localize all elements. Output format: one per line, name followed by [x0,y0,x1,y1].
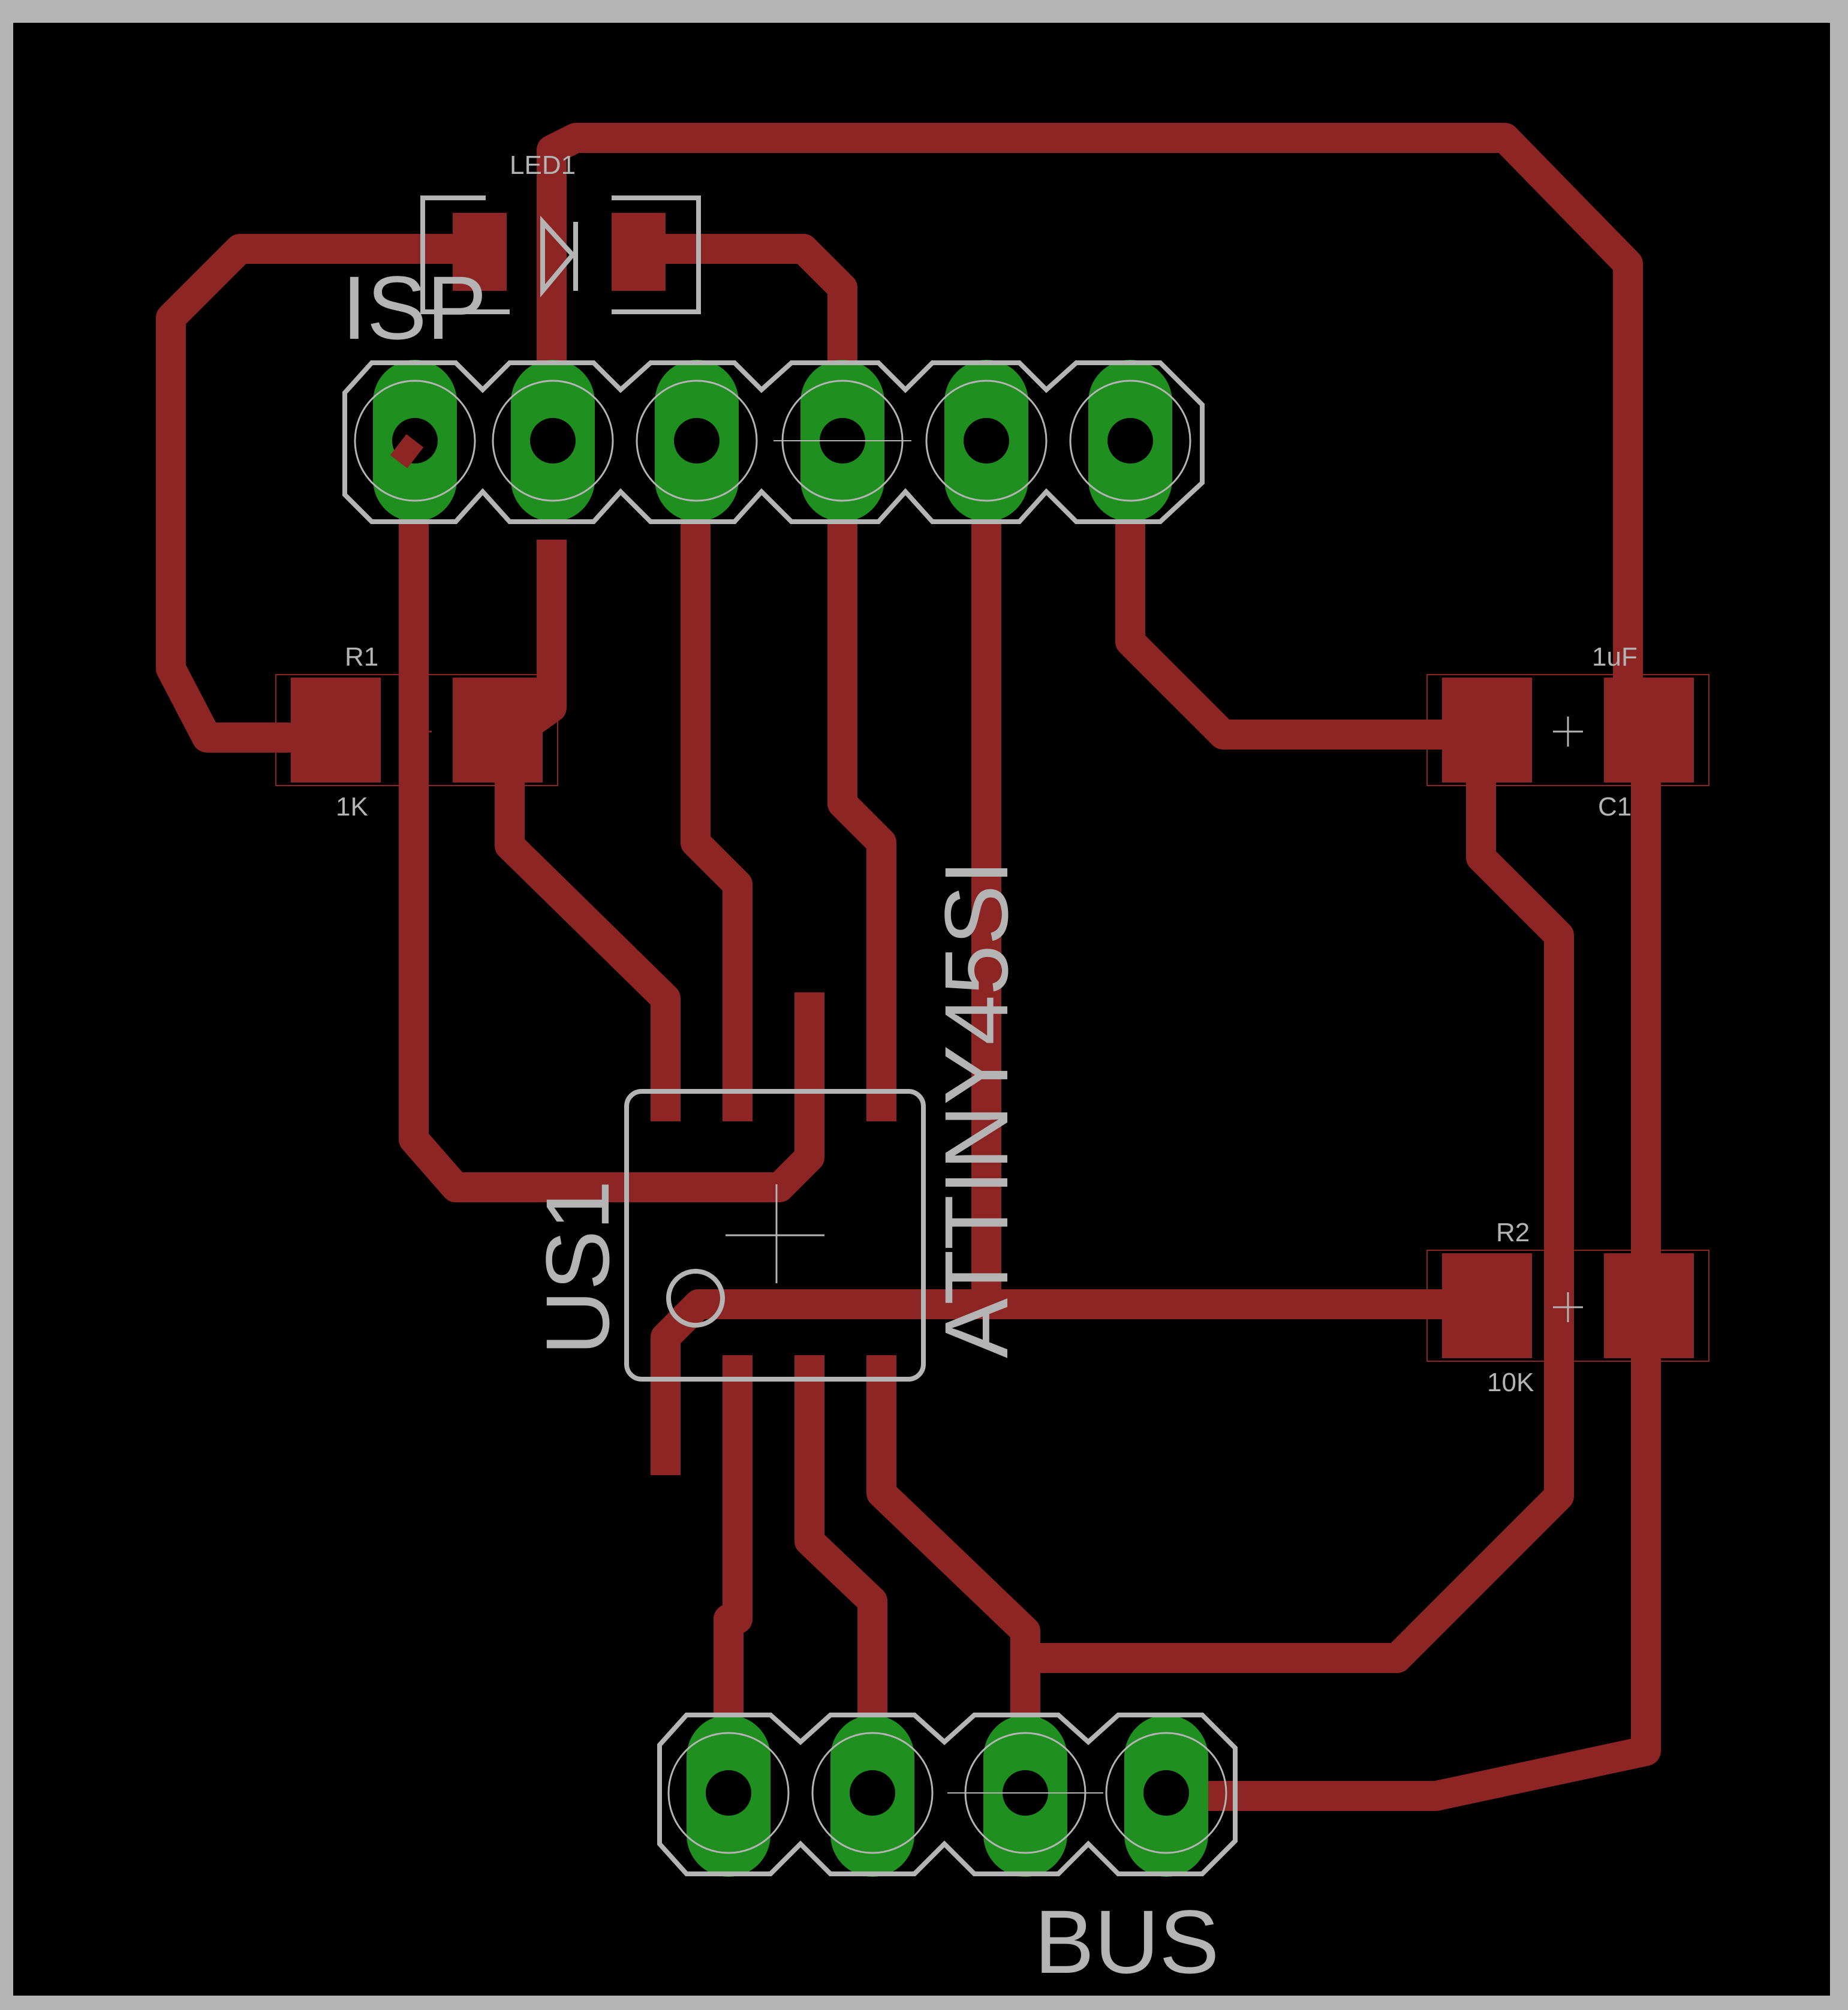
r2-value-label: 10K [1487,1368,1534,1397]
ic-pin-top-3 [794,992,824,1121]
r2-label: R2 [1496,1218,1530,1247]
trace-r1-ic [495,774,681,1097]
c1-label: C1 [1598,792,1632,822]
silkscreen [275,195,1709,1794]
led1-diode-symbol [540,215,578,298]
c1-pad-1 [1442,678,1532,783]
ic-pin1-marker [666,1269,725,1328]
ic-body-outline [624,1089,926,1382]
trace-isp1-led [156,234,456,753]
smd-pads [291,213,1694,1475]
led1-pad-1 [453,213,507,291]
bus-pin-2 [811,1715,934,1877]
r1-label: R1 [345,642,378,672]
r1-outline [275,674,558,786]
c1-value-label: 1uF [1592,642,1638,672]
isp-label: ISP [342,257,487,358]
r1-value-label: 1K [336,792,368,822]
trace-c1-bus3 [1025,738,1574,1673]
led1-pad-2 [612,213,666,291]
isp-header-outline [342,360,1205,524]
ic-pin-bottom-1 [651,1355,681,1475]
isp-pin-1 [354,360,476,522]
trace-ic-bus2 [794,1361,887,1793]
r1-pad-1 [291,678,381,783]
trace-isp2-top [537,123,1643,738]
ic-name-label: US1 [527,1180,628,1355]
c1-outline [1426,674,1709,786]
ic-pin-bottom-2 [723,1355,753,1415]
c1-pad-2 [1604,678,1694,783]
bus-pin-4 [1105,1715,1227,1877]
isp-pin-6 [1069,360,1191,522]
trace-isp6-c1 [1115,438,1481,750]
trace-isp4-ic [827,438,896,1097]
bus-pin-1 [667,1715,790,1877]
trace-isp1-ic [399,438,824,1202]
trace-ic-bus1 [714,1361,753,1793]
led1-label: LED1 [510,151,576,180]
bus-label: BUS [1034,1891,1219,1992]
r2-outline [1426,1250,1709,1362]
isp-header [342,360,1205,524]
isp-pin-2 [492,360,614,522]
board-area [13,23,1830,1996]
r2-pad-2 [1604,1253,1694,1358]
ic-pin-bottom-4 [866,1355,896,1415]
ic-part-label: ATTINY45SI [926,860,1027,1358]
labels: LED1 ISP R1 1K 1uF C1 R2 10K US1 ATTINY4… [336,151,1638,1992]
bus-header-outline [657,1713,1238,1876]
isp-pin-3 [636,360,758,522]
bus-header [657,1713,1238,1877]
trace-isp3-ic [681,438,753,1097]
r2-pad-1 [1442,1253,1532,1358]
ic-pin-bottom-3 [794,1355,824,1415]
isp-pin-5 [925,360,1048,522]
r1-pad-2 [453,678,543,783]
trace-ic-bus3 [866,1361,1040,1793]
trace-c1-bus4 [1154,738,1661,1811]
led1-outline [420,195,701,314]
